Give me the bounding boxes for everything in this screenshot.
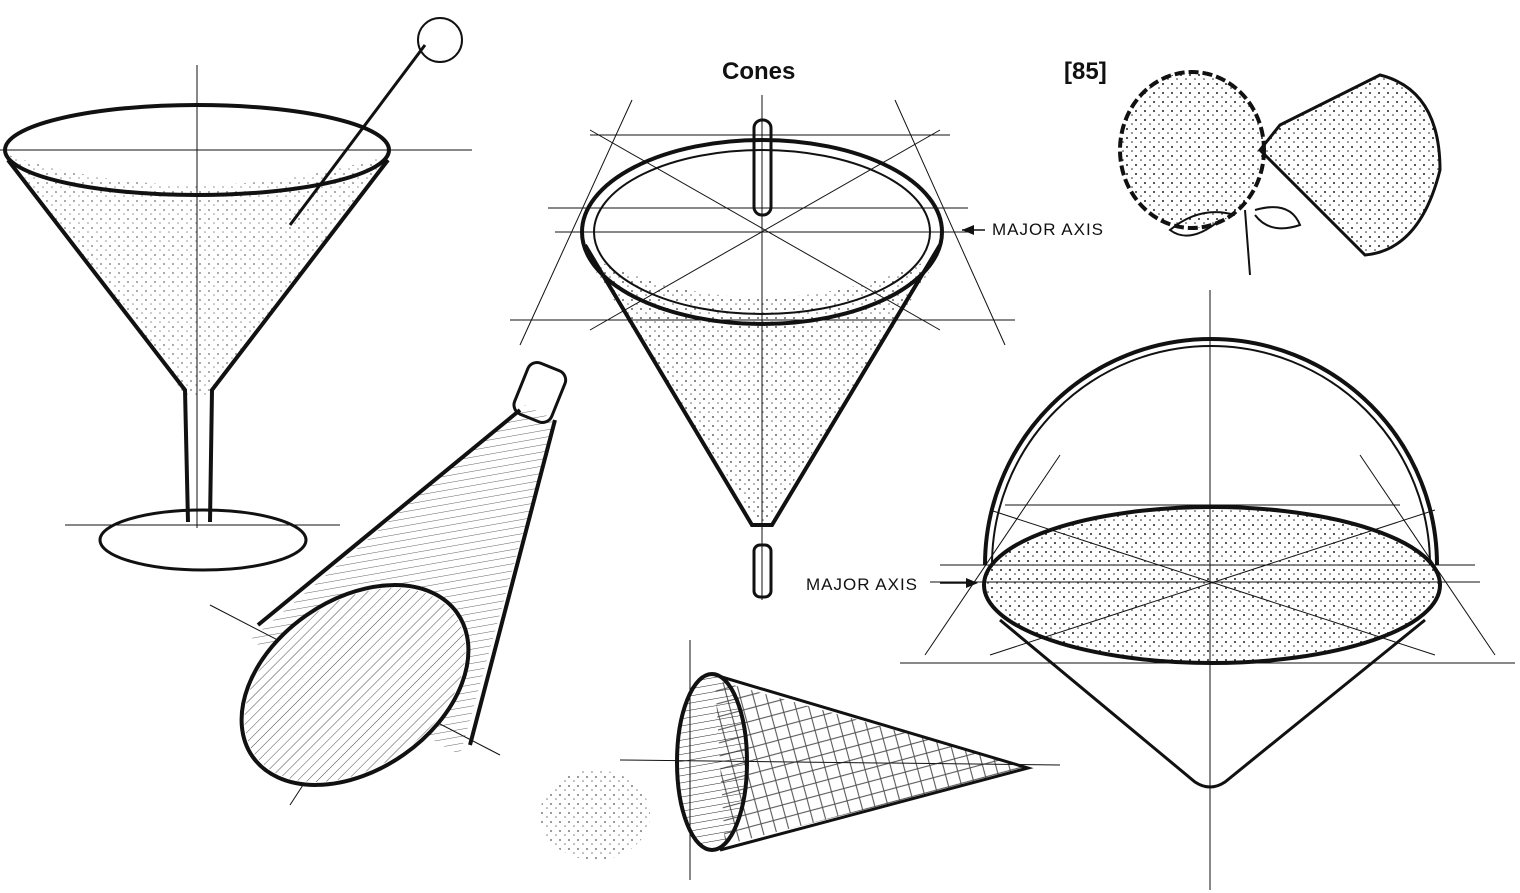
- major-axis-label-top: MAJOR AXIS: [992, 220, 1105, 239]
- upright-cone: [510, 95, 1015, 600]
- hemisphere-cone: [900, 290, 1515, 890]
- page-title: Cones: [722, 58, 796, 85]
- ice-cream-scoop: [540, 770, 650, 860]
- martini-glass: [0, 17, 472, 572]
- page-number: [85]: [1064, 58, 1107, 85]
- ice-cream-cone: [540, 640, 1061, 880]
- morning-glory-flowers: [1118, 70, 1442, 276]
- olive-pick-face-icon: [417, 17, 463, 63]
- tilted-cone: [209, 360, 568, 806]
- major-axis-label-bottom: MAJOR AXIS: [806, 575, 919, 594]
